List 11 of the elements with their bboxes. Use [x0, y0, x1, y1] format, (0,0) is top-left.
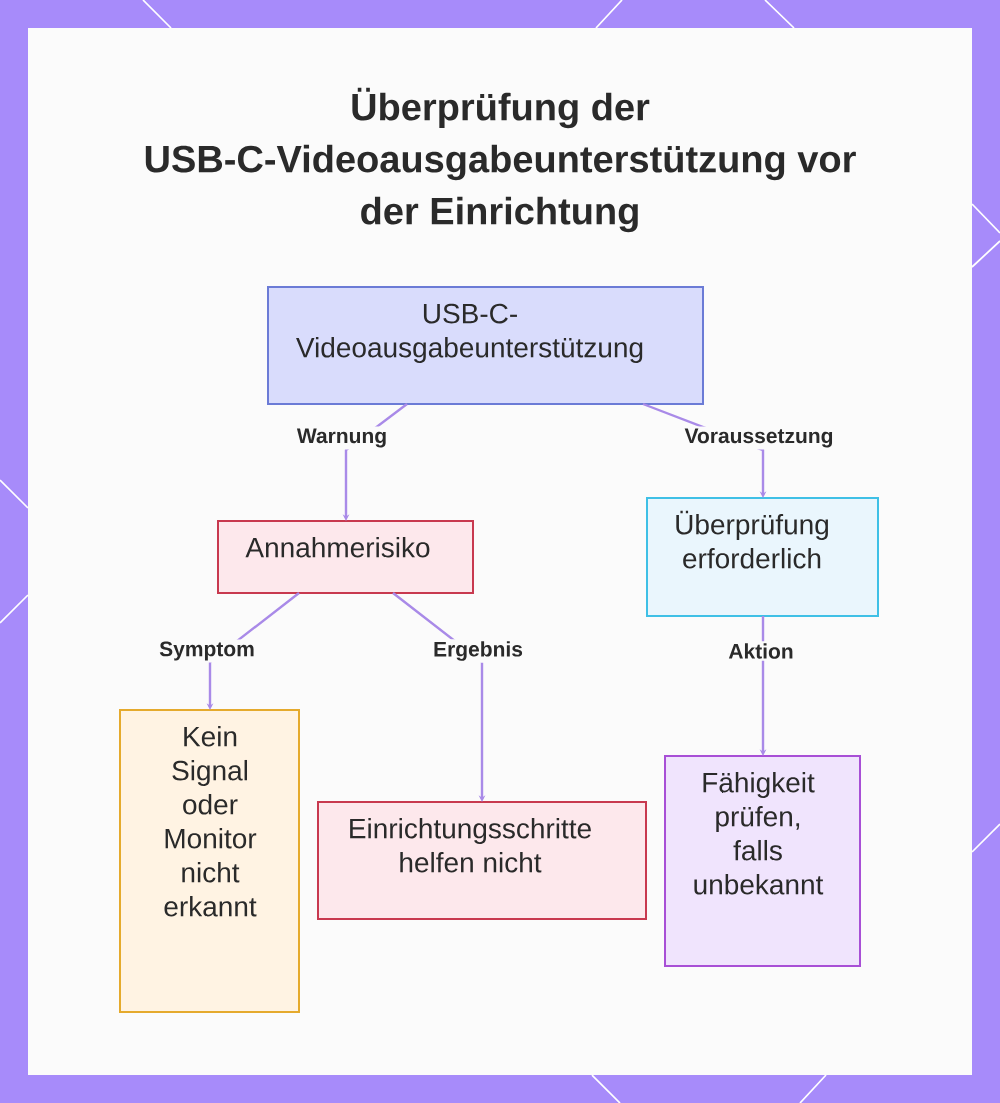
diagram-box: Kein Signal oder Monitor nicht erkannt	[119, 709, 300, 1013]
diagram-box: Überprüfung erforderlich	[646, 497, 879, 617]
diagram-box: USB-C- Videoausgabeunterstützung	[267, 286, 704, 405]
edge-label: Ergebnis	[431, 639, 525, 663]
diagram-box: Annahmerisiko	[217, 520, 474, 594]
diagram-box: Einrichtungsschritte helfen nicht	[317, 801, 647, 920]
edge-label: Symptom	[157, 639, 257, 663]
title: Überprüfung der USB-C-Videoausgabeunterstützung vor der Einrichtung	[145, 87, 856, 233]
diagram-box: Fähigkeit prüfen, falls unbekannt	[664, 755, 861, 967]
edge-label: Aktion	[726, 641, 796, 661]
edge-label: Voraussetzung	[682, 426, 836, 450]
